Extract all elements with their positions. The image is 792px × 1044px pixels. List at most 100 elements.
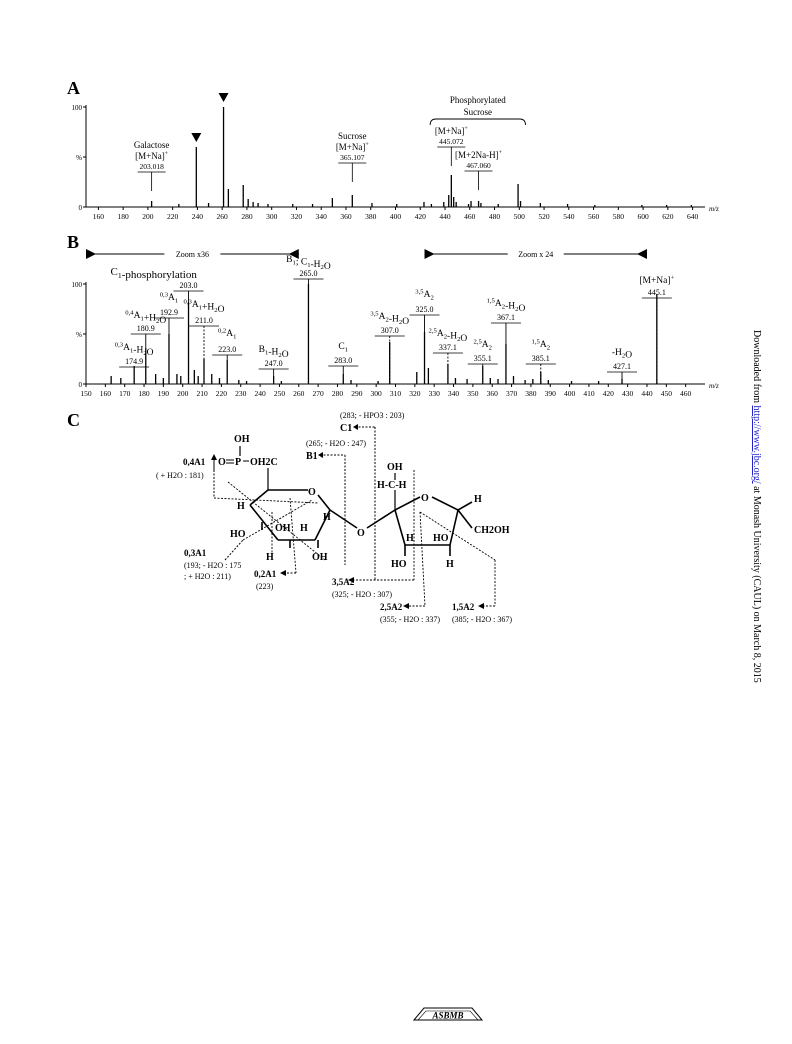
cleavage-lines xyxy=(213,470,496,607)
b-annot-13-value: 367.1 xyxy=(497,313,515,322)
asbmb-logo-text: ASBMB xyxy=(431,1011,463,1021)
b-zoom-0-left-arrow xyxy=(86,249,96,259)
b-annot-13-label-sub1: 2 xyxy=(502,303,505,310)
b-xtick-label-5: 200 xyxy=(177,389,189,398)
a-xtick-label-20: 560 xyxy=(588,212,600,221)
atom-ho-ring1: HO xyxy=(230,529,246,540)
b-annot-9-label-sub4: 2 xyxy=(399,319,402,326)
atom-oh-fru: OH xyxy=(387,462,403,473)
b-xtick-label-16: 310 xyxy=(390,389,402,398)
b-annot-11-value: 337.1 xyxy=(439,343,457,352)
b-annot-2-label-t0: A xyxy=(168,293,175,303)
b-annot-8-label-t0: C xyxy=(338,342,344,352)
b-annot-16-label-supplus: + xyxy=(671,275,675,282)
a-xtick-label-3: 220 xyxy=(167,212,179,221)
b-xtick-label-20: 350 xyxy=(467,389,479,398)
b-annot-4-label-sub1: 1 xyxy=(199,304,202,311)
b-xtick-label-9: 240 xyxy=(254,389,266,398)
download-note: Downloaded from http://www.jbc.org/ at M… xyxy=(748,330,762,730)
b-annot-9-label-sub1: 2 xyxy=(386,316,389,323)
b-annot-5-label-t0: A xyxy=(226,329,233,339)
a-xtick-label-7: 300 xyxy=(266,212,278,221)
b-annot-9-label-main: A2-H2O xyxy=(379,312,410,327)
b-annot-15-label-sub1: 2 xyxy=(622,352,625,359)
b-annot-13-label-t6: O xyxy=(518,304,525,314)
b-annot-14-label-sup: 1,5 xyxy=(532,339,541,346)
b-section-title-sub1: 1 xyxy=(118,271,122,280)
download-note-link[interactable]: http://www.jbc.org/ xyxy=(751,405,762,484)
b-xtick-label-8: 230 xyxy=(235,389,247,398)
b-xtick-label-24: 390 xyxy=(545,389,557,398)
b-xtick-label-27: 420 xyxy=(603,389,615,398)
a-xtick-label-4: 240 xyxy=(192,212,204,221)
b-annot-11-label: 2,5A2-H2O xyxy=(429,328,468,344)
a-annot-2-line-0-main: [M+Na] xyxy=(435,126,465,136)
b-annot-15-label-t0: -H xyxy=(612,348,622,358)
b-annot-13-label-sup: 1,5 xyxy=(487,298,496,305)
b-section-title-t0: C xyxy=(111,266,118,278)
b-ytick-label-0: 0 xyxy=(79,381,83,389)
a-xtick-label-12: 400 xyxy=(390,212,402,221)
b-annot-7-label-sub4: 1 xyxy=(307,262,310,269)
b-annot-14-label-t0: A xyxy=(540,340,547,350)
a-annot-0-line-0: Galactose xyxy=(134,140,169,150)
b-annot-16-value: 445.1 xyxy=(648,288,666,297)
b-annot-0-label-t6: O xyxy=(147,348,154,358)
b-annot-11-label-sub4: 2 xyxy=(457,336,460,343)
atom-ho-ring2-b: HO xyxy=(391,559,407,570)
b-annot-0-value: 174.9 xyxy=(125,357,143,366)
b1-arrowhead xyxy=(318,452,323,458)
atom-h-ring1-b: H xyxy=(300,523,308,534)
b-annot-7-label-t3: ; C xyxy=(296,257,307,267)
a-xtick-label-23: 620 xyxy=(662,212,674,221)
a-annot-1-line-1-sup: + xyxy=(365,142,369,148)
furanose-ring xyxy=(394,496,473,556)
frag-a04-note: ( + H2O : 181) xyxy=(156,471,204,480)
b-annot-7-label-sub1: 1 xyxy=(293,259,296,266)
b-annot-12-label: 2,5A2 xyxy=(473,339,492,352)
a-group-bracket xyxy=(429,118,526,126)
atom-oh2c: OH2C xyxy=(250,457,278,468)
a-xtick-label-2: 200 xyxy=(142,212,154,221)
b-xtick-label-14: 290 xyxy=(351,389,363,398)
a-xtick-label-17: 500 xyxy=(514,212,526,221)
a-marker-0 xyxy=(191,133,202,142)
b-xtick-label-7: 220 xyxy=(216,389,228,398)
a-marker-1 xyxy=(218,93,229,102)
a-annot-3-line-0-sup: + xyxy=(499,150,503,156)
a-xtick-label-15: 460 xyxy=(464,212,476,221)
b-annot-11-label-main: A2-H2O xyxy=(437,329,468,344)
b-xtick-label-17: 320 xyxy=(409,389,421,398)
b-annot-0-label-t0: A xyxy=(123,343,130,353)
atom-o-ring1: O xyxy=(308,487,316,498)
panel-label-c: C xyxy=(67,410,80,430)
b-annot-5-label: 0,2A1 xyxy=(218,328,237,341)
b-zoom-0-right-arrow xyxy=(288,249,299,259)
a-annot-2-value: 445.072 xyxy=(439,137,464,146)
atom-o-glycosidic: O xyxy=(357,528,365,539)
b-annot-4-label-t3: +H xyxy=(202,302,214,312)
b-annot-16-label-t0: [M+Na] xyxy=(639,276,670,286)
b-annot-8-label: C1 xyxy=(338,342,348,353)
b-annot-1-label-t3: +H xyxy=(144,313,156,323)
frag-c1-label: C1 xyxy=(340,423,352,434)
b-annot-0-label-sub1: 1 xyxy=(130,347,133,354)
b-xtick-label-28: 430 xyxy=(622,389,634,398)
b-annot-1-label-main: A1+H2O xyxy=(134,311,167,326)
structure-diagram: (283; - HPO3 : 203) C1 (265; - H2O : 247… xyxy=(156,411,512,624)
b-annot-14-value: 385.1 xyxy=(532,354,550,363)
b-annot-16-label: [M+Na]+ xyxy=(639,275,674,286)
frag-c1-note: (283; - HPO3 : 203) xyxy=(340,411,405,420)
frag-b1-note: (265; - H2O : 247) xyxy=(306,439,366,448)
a02-arrowhead xyxy=(280,570,286,576)
b-annot-11-label-sup: 2,5 xyxy=(429,328,438,335)
a35-arrowhead xyxy=(348,577,354,583)
b-section-title-t3: -phosphorylation xyxy=(122,269,198,281)
frag-a02-label: 0,2A1 xyxy=(254,569,277,579)
b-annot-15-label-t3: O xyxy=(625,350,632,360)
atom-o-phosphate: O xyxy=(218,457,226,468)
b-annot-4-label-sub4: 2 xyxy=(214,307,217,314)
b-annot-1-label: 0,4A1+H2O xyxy=(125,310,166,326)
